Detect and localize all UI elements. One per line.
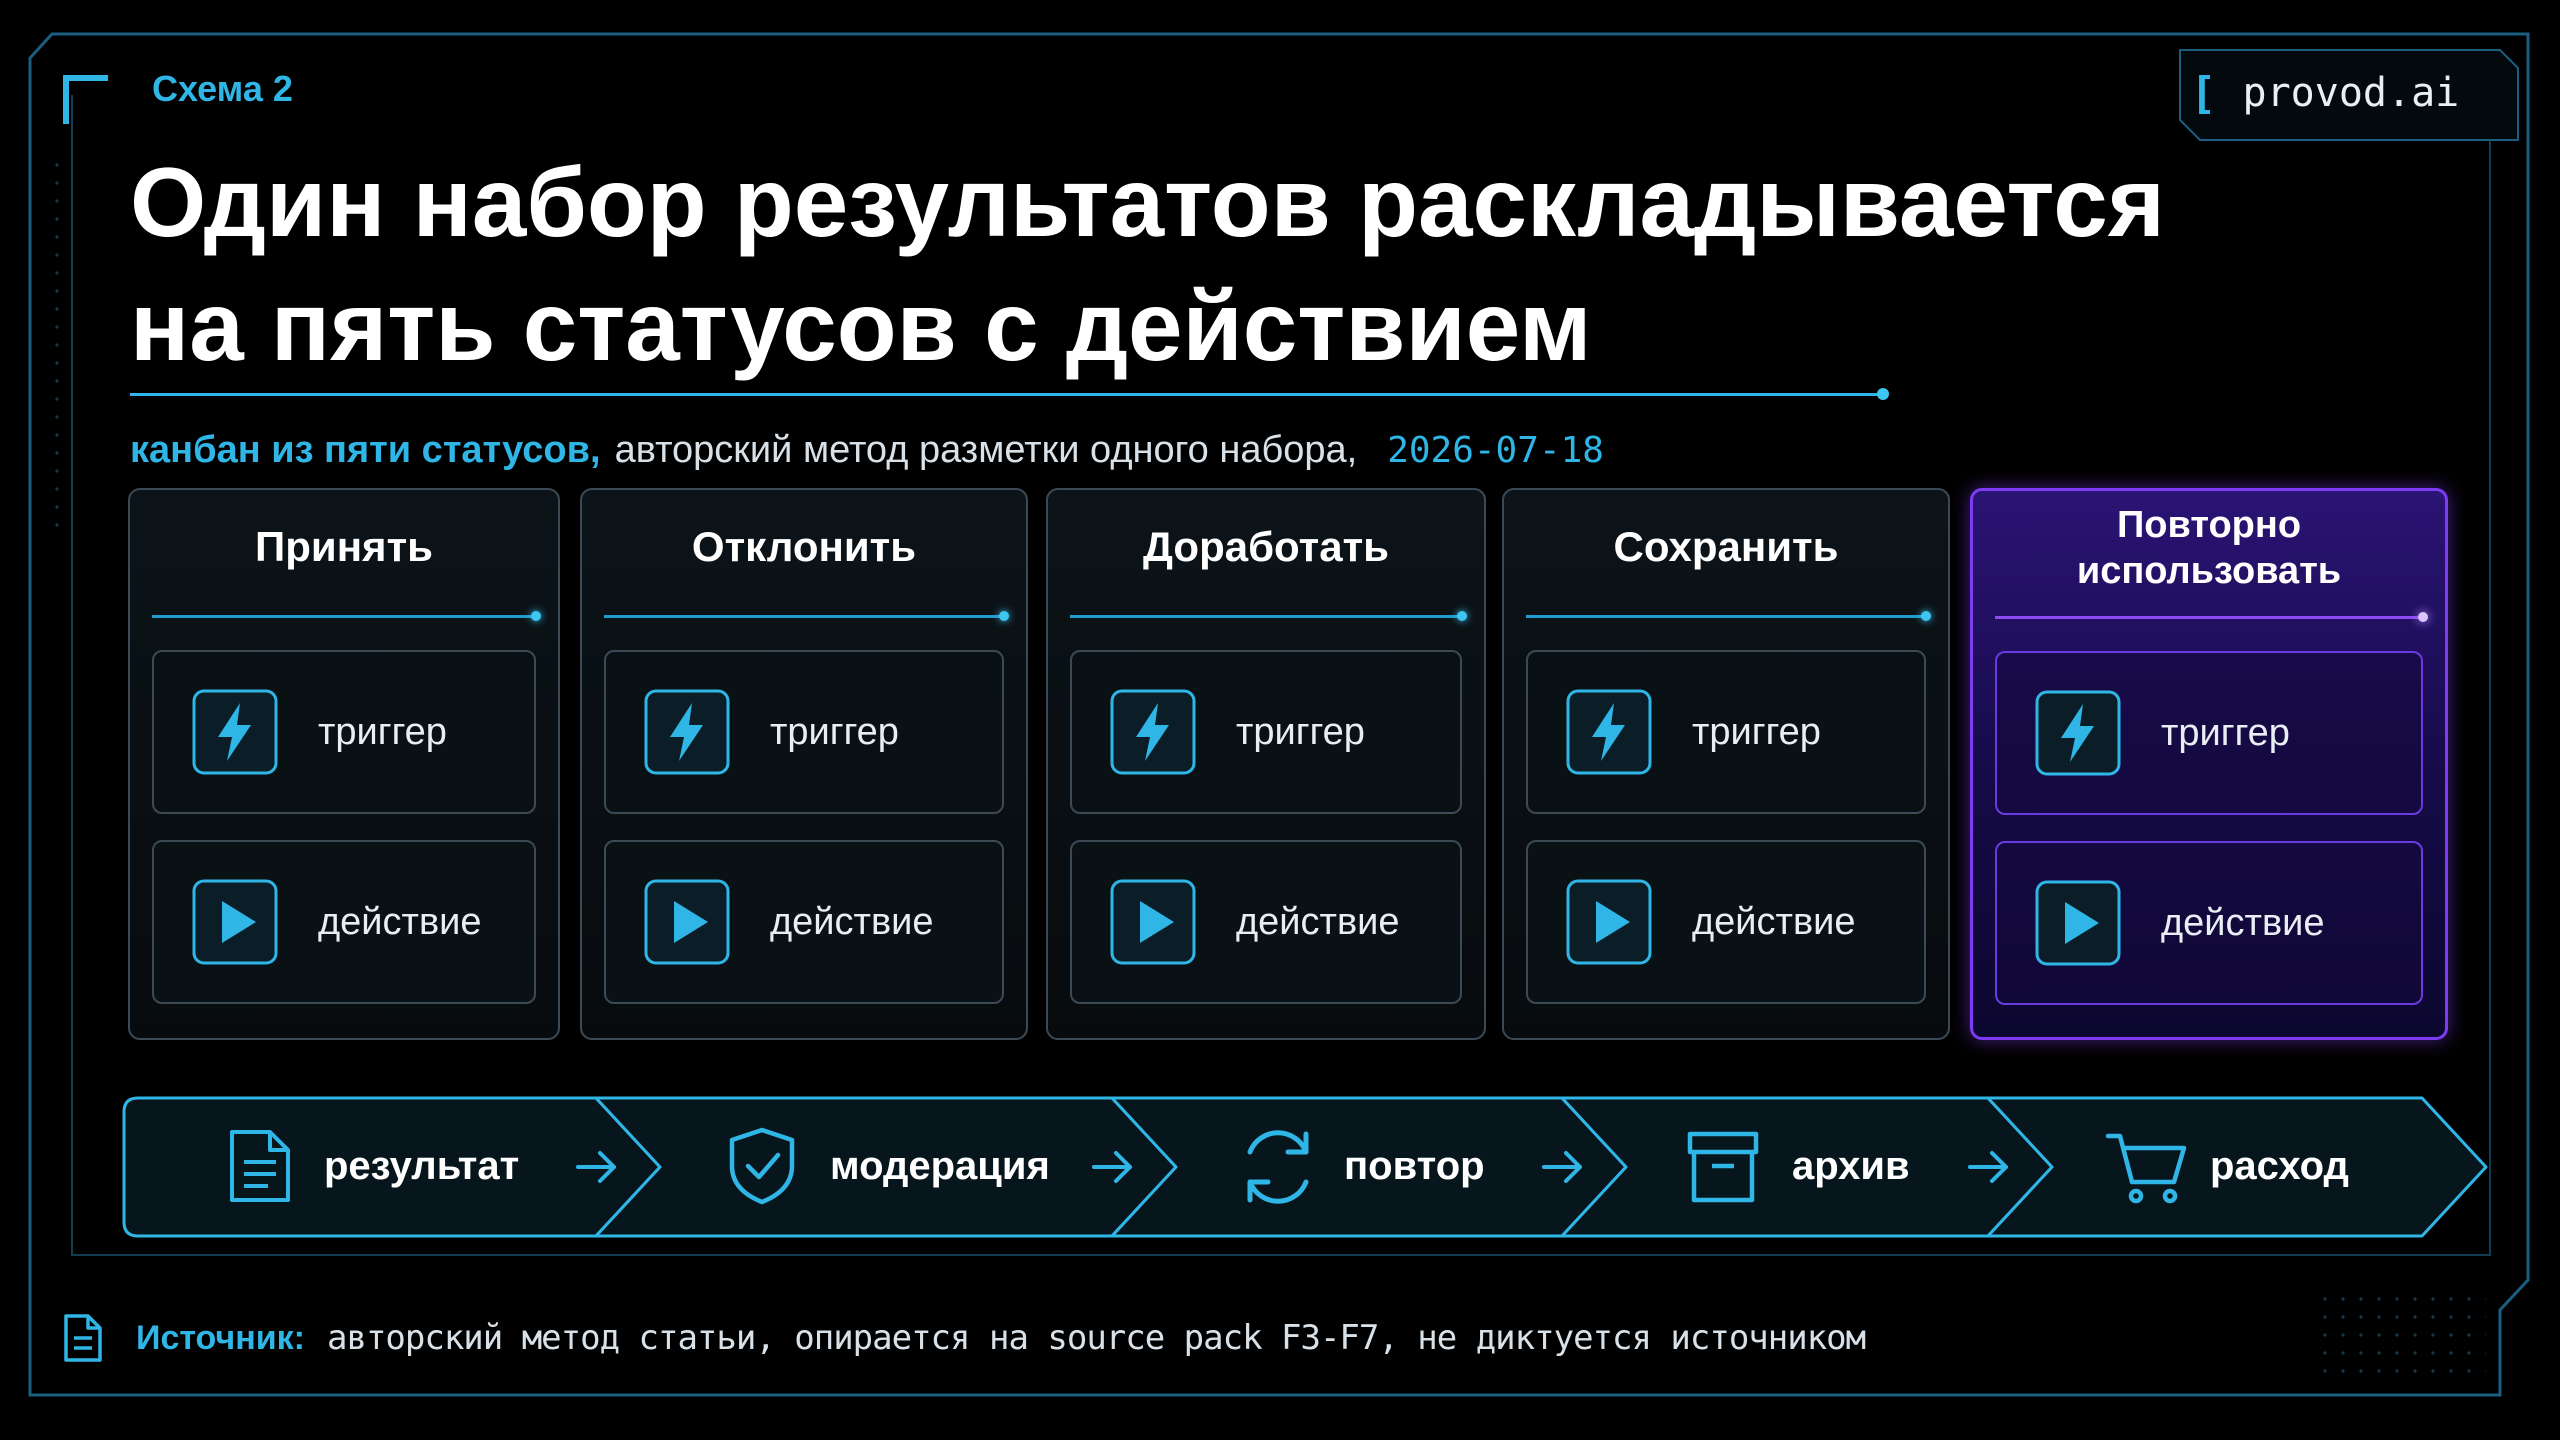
trigger-label: триггер: [318, 710, 447, 753]
subtitle: канбан из пяти статусов, авторский метод…: [130, 422, 1604, 478]
column-divider: [1995, 612, 2428, 622]
source-text: авторский метод статьи, опирается на sou…: [327, 1318, 1866, 1358]
trigger-card[interactable]: триггер: [604, 650, 1004, 814]
action-card[interactable]: действие: [604, 840, 1004, 1004]
action-label: действие: [1692, 900, 1856, 943]
source-label: Источник:: [136, 1318, 305, 1357]
action-card[interactable]: действие: [1526, 840, 1926, 1004]
flow-step-expense: [1986, 1096, 2488, 1238]
column-title-line-2: использовать: [2076, 550, 2342, 592]
diagram-label: Схема 2: [152, 68, 293, 109]
column-divider: [604, 611, 1009, 621]
shield-check-icon: [729, 1127, 795, 1205]
lightning-icon: [2035, 690, 2121, 776]
play-icon: [644, 879, 730, 965]
title-line-2: на пять статусов с действием: [130, 271, 1592, 381]
title-line-1: Один набор результатов раскладывается: [130, 147, 2165, 257]
column-title: Сохранить: [1613, 523, 1839, 570]
play-icon: [192, 879, 278, 965]
action-label: действие: [318, 900, 482, 943]
action-label: действие: [1236, 900, 1400, 943]
trigger-card[interactable]: триггер: [1995, 651, 2423, 815]
action-card[interactable]: действие: [1995, 841, 2423, 1005]
flow-label-expense: расход: [2210, 1144, 2349, 1188]
column-title: Принять: [255, 523, 433, 570]
arrow-right-icon: [1968, 1151, 2008, 1183]
brand-name: provod.ai: [2242, 70, 2460, 116]
subtitle-text: авторский метод разметки одного набора,: [614, 428, 1358, 471]
status-column-rework: Доработать триггер действие: [1046, 488, 1486, 1040]
cart-icon: [2105, 1133, 2187, 1204]
trigger-label: триггер: [2161, 711, 2290, 754]
status-column-reject: Отклонить триггер действие: [580, 488, 1028, 1040]
trigger-label: триггер: [1236, 710, 1365, 753]
trigger-label: триггер: [1692, 710, 1821, 753]
action-label: действие: [2161, 901, 2325, 944]
trigger-card[interactable]: триггер: [1526, 650, 1926, 814]
lightning-icon: [192, 689, 278, 775]
flow-label-result: результат: [324, 1144, 520, 1188]
source-note: Источник: авторский метод статьи, опирае…: [60, 1308, 1866, 1368]
page-title: Один набор результатов раскладывается на…: [130, 140, 2280, 388]
document-icon: [64, 1314, 102, 1362]
status-column-reuse: Повторно использовать триггер действие: [1970, 488, 2448, 1040]
column-title: Отклонить: [691, 523, 917, 570]
column-divider: [1526, 611, 1931, 621]
column-title: Доработать: [1143, 523, 1389, 570]
document-icon: [230, 1130, 290, 1202]
brand-logo[interactable]: [ provod.ai: [2180, 48, 2510, 138]
status-column-accept: Принять триггер действие: [128, 488, 560, 1040]
lightning-icon: [1566, 689, 1652, 775]
arrow-right-icon: [1092, 1151, 1132, 1183]
action-card[interactable]: действие: [152, 840, 536, 1004]
archive-box-icon: [1687, 1131, 1759, 1203]
action-card[interactable]: действие: [1070, 840, 1462, 1004]
status-column-save: Сохранить триггер действие: [1502, 488, 1950, 1040]
subtitle-highlight: канбан из пяти статусов,: [130, 428, 601, 471]
lightning-icon: [644, 689, 730, 775]
trigger-label: триггер: [770, 710, 899, 753]
column-title: Повторно использовать: [1973, 504, 2445, 592]
column-divider: [1070, 611, 1467, 621]
flow-label-archive: архив: [1792, 1144, 1910, 1188]
column-divider: [152, 611, 541, 621]
flow-label-moderation: модерация: [830, 1144, 1050, 1188]
subtitle-date: 2026-07-18: [1387, 429, 1604, 471]
lightning-icon: [1110, 689, 1196, 775]
refresh-icon: [1247, 1130, 1309, 1204]
arrow-right-icon: [1542, 1151, 1582, 1183]
column-title-line-1: Повторно: [2116, 504, 2302, 546]
arrow-right-icon: [576, 1151, 616, 1183]
trigger-card[interactable]: триггер: [1070, 650, 1462, 814]
brand-bracket: [: [2190, 67, 2217, 119]
play-icon: [1110, 879, 1196, 965]
action-label: действие: [770, 900, 934, 943]
flow-label-repeat: повтор: [1344, 1144, 1485, 1188]
play-icon: [2035, 880, 2121, 966]
trigger-card[interactable]: триггер: [152, 650, 536, 814]
play-icon: [1566, 879, 1652, 965]
